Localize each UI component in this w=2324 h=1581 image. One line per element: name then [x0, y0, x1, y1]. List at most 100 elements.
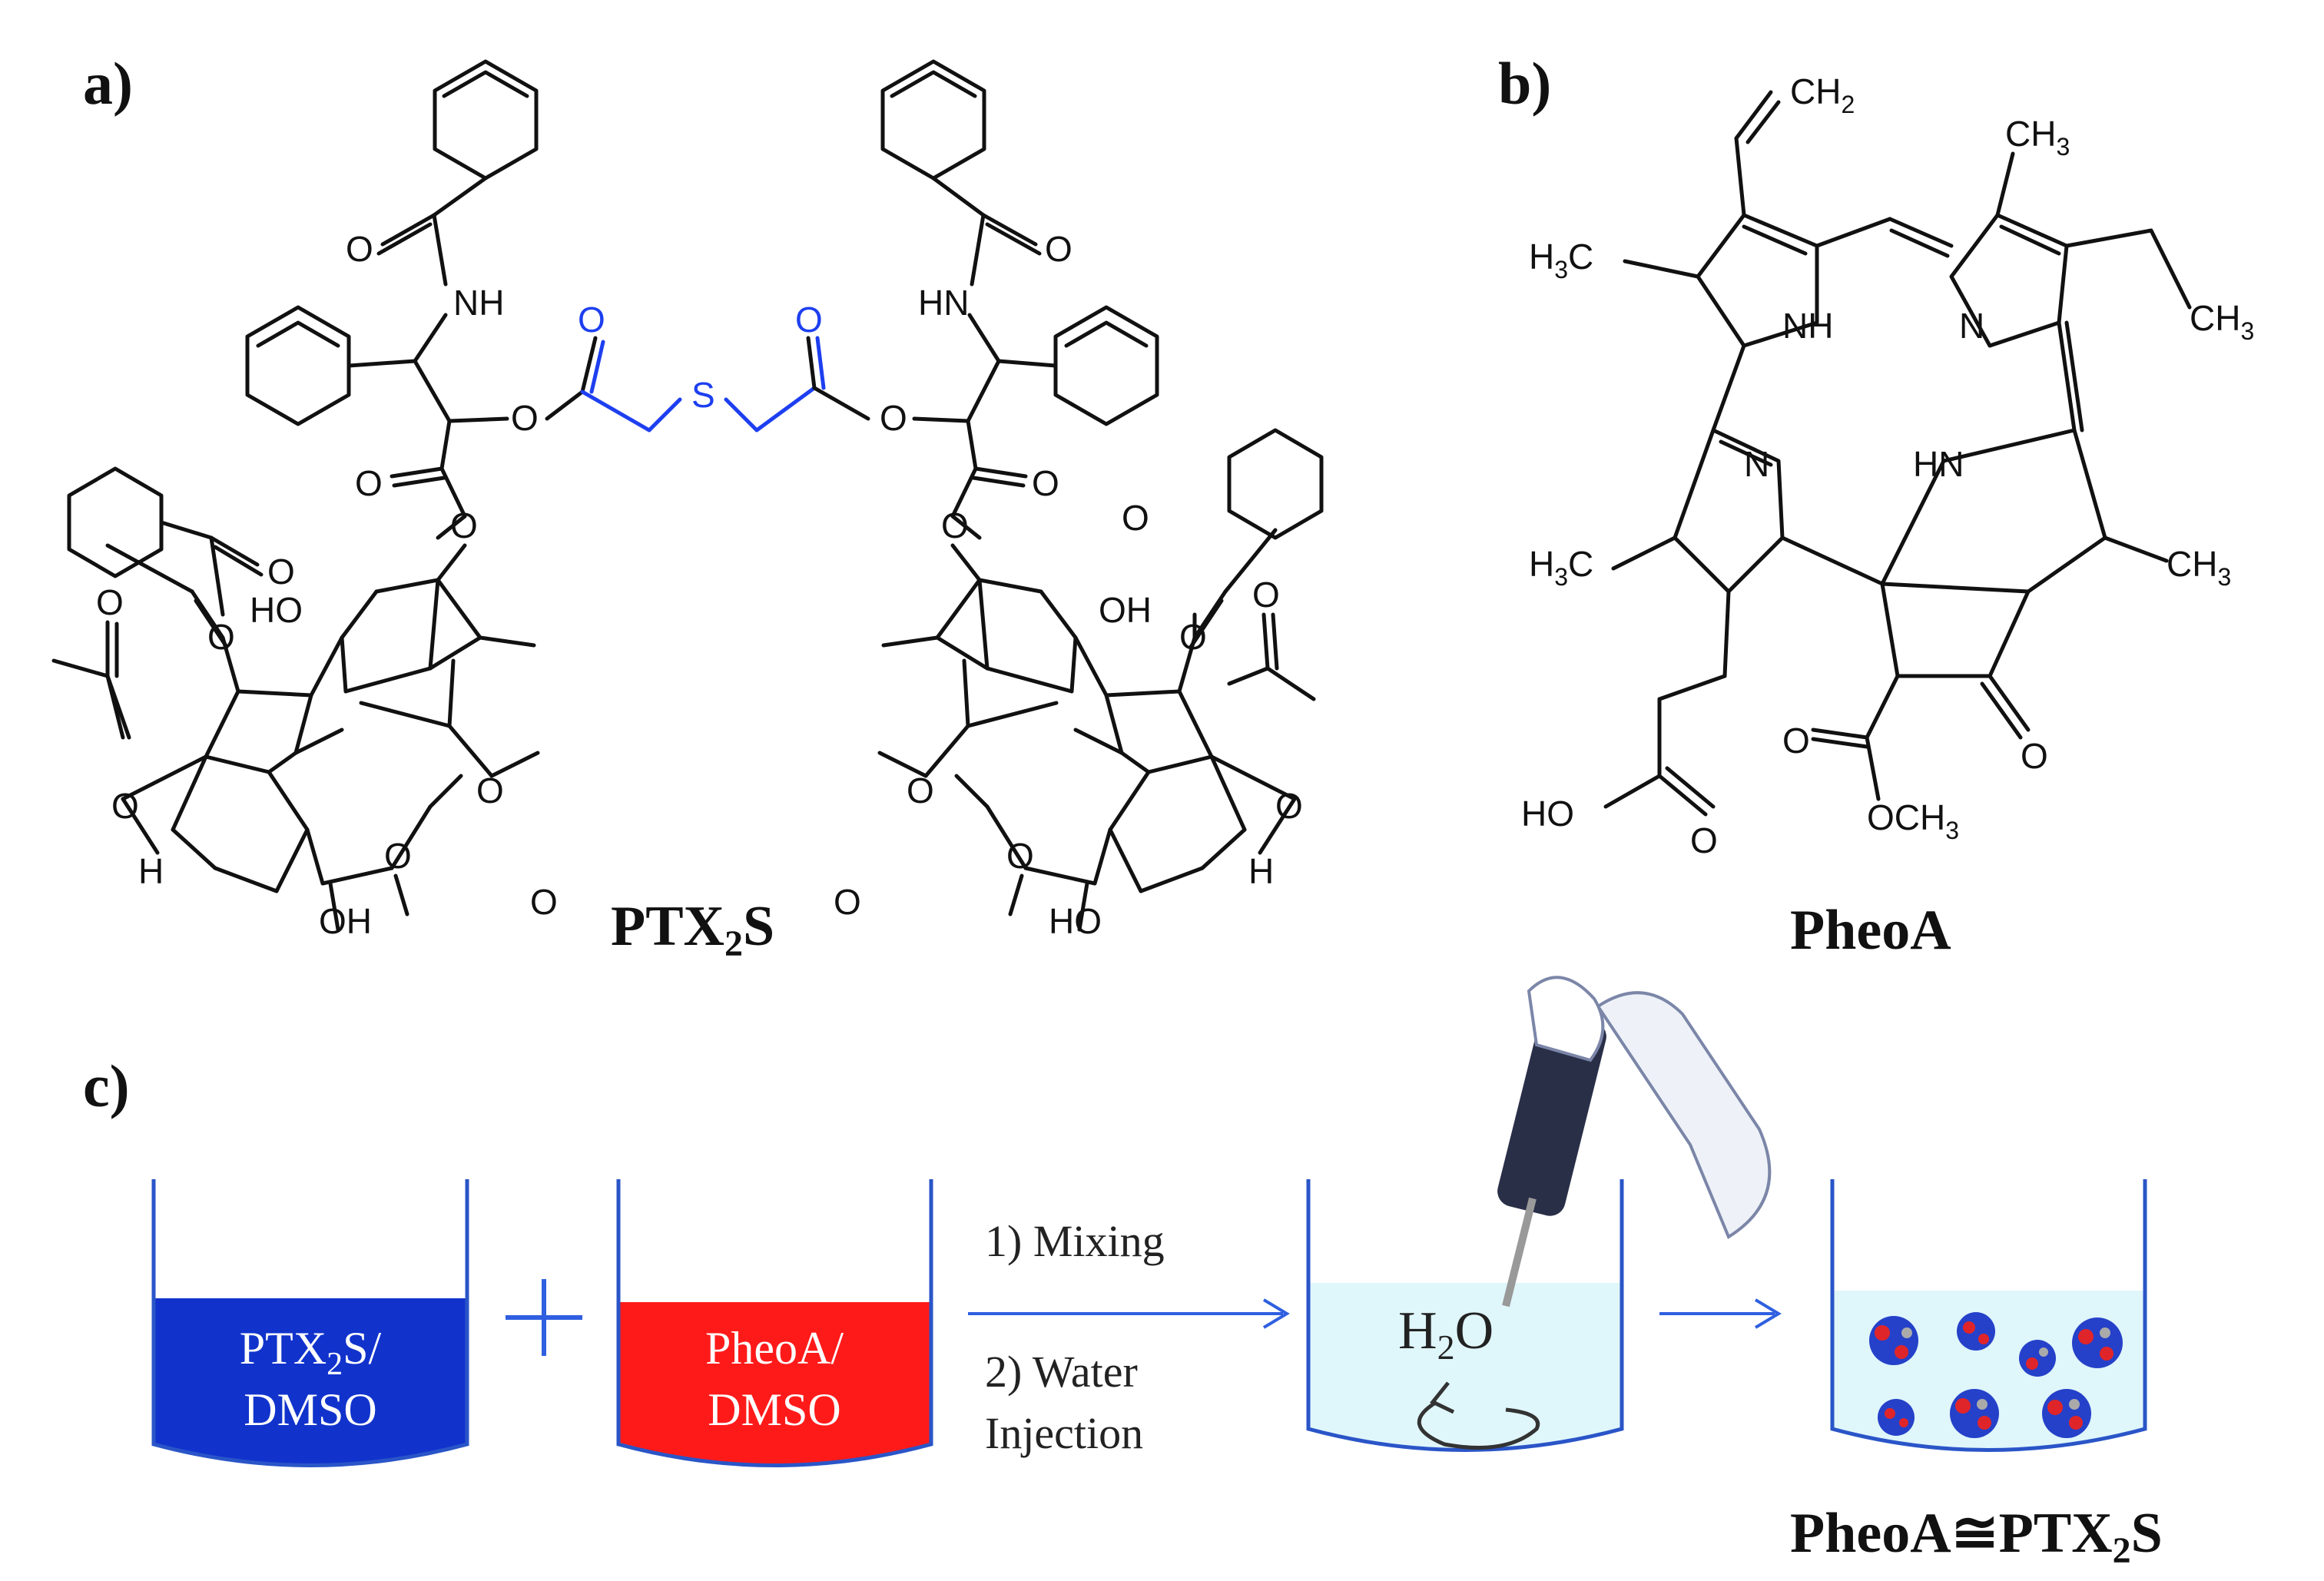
panel-label-a: a) — [83, 50, 133, 117]
beaker-outline — [1830, 1179, 2147, 1452]
atom-label-o: O — [530, 882, 558, 922]
atom-label-o: O — [1122, 498, 1149, 538]
atom-label-o: O — [1252, 575, 1280, 615]
nanoparticle — [1869, 1316, 1918, 1365]
atom-label-n: N — [1959, 306, 1984, 346]
ethyl-ch3: CH3 — [2190, 298, 2254, 345]
atom-label-o: O — [941, 505, 969, 545]
atom-label-h: H — [1248, 851, 1274, 891]
atom-label-o: O — [111, 786, 139, 826]
atom-label-ho: HO — [250, 590, 303, 630]
phenyl-ring — [245, 305, 351, 426]
atom-label-ho: HO — [1049, 901, 1102, 941]
thumb — [1527, 976, 1605, 1062]
nanoparticle — [1950, 1389, 1999, 1438]
water-label: H2O — [1398, 1301, 1494, 1367]
phenyl-ring — [880, 59, 986, 181]
vinyl-ch2: CH2 — [1790, 71, 1855, 118]
beaker-outline — [1306, 1179, 1624, 1452]
atom-label-n: N — [1744, 444, 1769, 484]
step-injection: Injection — [985, 1408, 1143, 1458]
pyrrole-ring — [1696, 213, 1819, 348]
atom-label-o: O — [1045, 229, 1072, 269]
solution-blue — [154, 1298, 467, 1466]
atom-label-o: O — [476, 771, 504, 810]
methyl-left-lower: H3C — [1529, 544, 1593, 591]
beaker-nanoparticles — [1830, 1179, 2147, 1452]
nanoparticle — [1957, 1312, 1995, 1351]
atom-label-nh: NH — [453, 283, 504, 323]
atom-label-o: O — [207, 617, 235, 657]
glove — [1596, 991, 1772, 1239]
beaker-outline — [616, 1179, 933, 1467]
atom-label-o: O — [1179, 617, 1207, 657]
arrow-head — [1262, 1298, 1290, 1329]
step-mixing: 1) Mixing — [985, 1216, 1165, 1266]
beaker-ptx2s-dmso: PTX2S/ DMSO — [151, 1179, 469, 1467]
nanoparticle — [2072, 1318, 2123, 1368]
pyrroline-ring — [1673, 428, 1785, 594]
atom-label-o: O — [384, 836, 412, 876]
ptx2s-name: PTX2S — [611, 895, 774, 964]
beaker-pheoa-dmso: PheoA/ DMSO — [616, 1179, 933, 1467]
methyl-right-lower: CH3 — [2167, 544, 2231, 591]
atom-label-o: O — [96, 582, 124, 622]
beaker-outline — [151, 1179, 469, 1467]
stirring-arrow-head — [1430, 1381, 1455, 1414]
nanoparticle — [2042, 1389, 2091, 1438]
atom-label-o: O — [880, 398, 907, 438]
phenyl-ring — [433, 59, 539, 181]
methyl-left: H3C — [1529, 237, 1593, 283]
linker-oxygen: O — [795, 300, 823, 340]
pipette-hand — [1497, 976, 1772, 1308]
pheoa-structure: CH2 CH3 H3C CH3 NH N N HN H3C CH3 HO O O… — [1521, 71, 2254, 860]
beaker2-label-line2: DMSO — [708, 1384, 840, 1435]
atom-label-o: O — [1275, 786, 1303, 826]
atom-label-o: O — [834, 882, 861, 922]
panel-label-c: c) — [83, 1052, 130, 1119]
atom-label-o: O — [1782, 721, 1810, 761]
product-name: PheoA≅PTX2S — [1790, 1502, 2163, 1571]
panel-label-b: b) — [1498, 50, 1551, 117]
atom-label-o: O — [346, 229, 373, 269]
pyrrole-ring — [1880, 428, 2107, 594]
atom-label-o: O — [1032, 463, 1059, 503]
beaker1-label-line1: PTX2S/ — [240, 1323, 382, 1382]
arrow-head — [1754, 1298, 1782, 1329]
atom-label-oh: OH — [1099, 590, 1152, 630]
beaker1-label-line2: DMSO — [244, 1384, 376, 1435]
pipette-body — [1497, 1012, 1606, 1216]
stirring-arrow — [1417, 1400, 1540, 1450]
atom-label-o: O — [267, 552, 295, 592]
beaker2-label-line1: PheoA/ — [705, 1323, 844, 1374]
atom-label-nh: NH — [1782, 306, 1833, 346]
ptx2s-structure: NH HN O O O O O O HO OH OH HO H H O O O … — [51, 59, 1324, 941]
methoxy-group: OCH3 — [1867, 797, 1959, 844]
linker-oxygen: O — [578, 300, 605, 340]
pipette-tip — [1502, 1197, 1537, 1308]
step-water: 2) Water — [985, 1347, 1138, 1397]
atom-label-o: O — [511, 398, 539, 438]
pheoa-name: PheoA — [1790, 899, 1951, 962]
nanoparticle — [2019, 1340, 2056, 1377]
plus-sign — [506, 1279, 582, 1356]
water — [1308, 1283, 1622, 1450]
atom-label-hn: HN — [1913, 444, 1964, 484]
atom-label-o: O — [2021, 736, 2048, 776]
atom-label-o: O — [1690, 820, 1718, 860]
solution-red — [618, 1302, 931, 1466]
atom-label-o: O — [450, 505, 478, 545]
atom-label-ho: HO — [1521, 794, 1574, 834]
pyrrole-ring — [1949, 213, 2069, 348]
phenyl-ring — [67, 466, 164, 578]
atom-label-h: H — [138, 851, 164, 891]
linker-sulfur: S — [691, 375, 715, 415]
atom-label-o: O — [1006, 836, 1034, 876]
phenyl-ring — [1053, 305, 1159, 426]
atom-label-hn: HN — [918, 283, 969, 323]
phenyl-ring — [1227, 428, 1324, 540]
methyl-top-right: CH3 — [2005, 114, 2070, 161]
beaker-water: H2O — [1306, 1179, 1624, 1452]
atom-label-o: O — [907, 771, 934, 810]
